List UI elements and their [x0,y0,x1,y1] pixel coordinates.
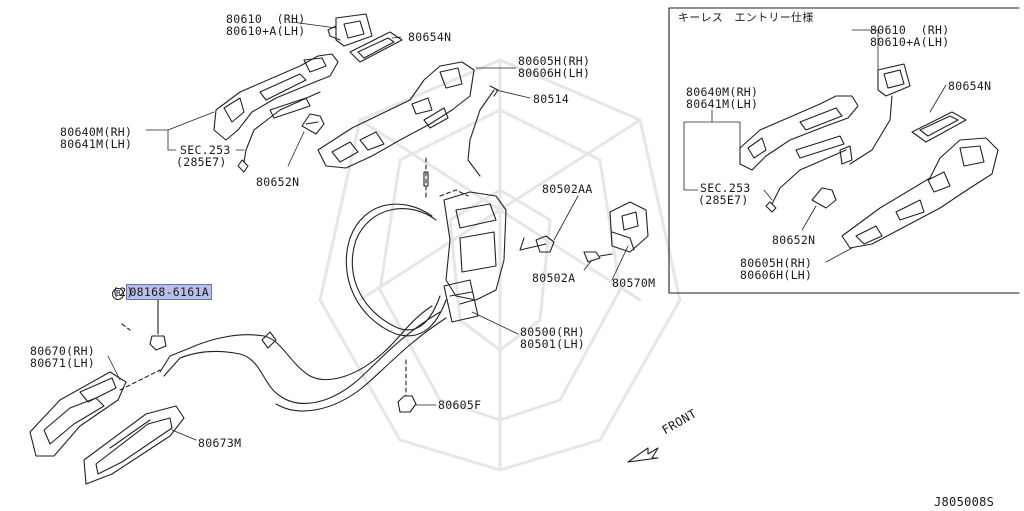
inset-label-80640m-rh[interactable]: 80640M(RH) [686,85,759,99]
bolt-08168-drawing [121,291,167,351]
label-80570m[interactable]: 80570M [612,276,656,290]
outside-handle-80640m-drawing [213,53,339,141]
gasket-80654n-drawing [349,31,403,63]
label-80673m[interactable]: 80673M [198,436,242,450]
label-285e7[interactable]: (285E7) [176,155,227,169]
loop-cable-drawing [351,208,441,331]
label-80605h-rh[interactable]: 80605H(RH) [518,54,591,68]
inset-base-80605h-drawing [841,137,999,249]
inset-label-80654n[interactable]: 80654N [948,79,992,93]
label-80652n[interactable]: 80652N [256,175,300,189]
label-80654n[interactable]: 80654N [408,30,452,44]
inset-label-sec253[interactable]: SEC.253 [700,181,751,195]
inset-label-80610a-lh[interactable]: 80610+A(LH) [870,35,950,49]
inside-handle-80670-drawing [29,371,127,457]
front-arrow-icon [627,447,659,463]
label-sec253[interactable]: SEC.253 [180,143,231,157]
bolt-80502aa-drawing [519,235,555,253]
rod-drawing [243,91,321,163]
inset-clip-80652n-drawing [811,187,837,209]
inset-label-80610-rh[interactable]: 80610 (RH) [870,23,950,37]
bolt-ref-circle: B [112,288,125,300]
door-lock-80500-drawing [443,191,507,323]
inset-handle-80610-drawing [849,63,911,165]
label-80514[interactable]: 80514 [533,92,570,106]
cable-80514-drawing [467,89,495,177]
striker-80570m-drawing [609,201,649,253]
inset-label-285e7[interactable]: (285E7) [698,193,749,207]
watermark-logo [318,58,682,472]
label-80610a-lh[interactable]: 80610+A(LH) [226,24,306,38]
label-80671-lh[interactable]: 80671(LH) [30,356,96,370]
clip-80605f-drawing [397,359,417,413]
label-80501-lh[interactable]: 80501(LH) [520,337,586,351]
handle-80610-drawing [327,13,373,47]
main-leader-lines [107,21,629,441]
label-80605f[interactable]: 80605F [438,398,482,412]
label-80641m-lh[interactable]: 80641M(LH) [60,137,133,151]
inset-outside-handle-drawing [739,95,859,171]
inset-label-80606h-lh[interactable]: 80606H(LH) [740,268,813,282]
inset-label-80652n[interactable]: 80652N [772,233,816,247]
label-80502a[interactable]: 80502A [532,271,576,285]
label-80502aa[interactable]: 80502AA [542,182,593,196]
inset-gasket-80654n-drawing [911,111,967,143]
label-80606h-lh[interactable]: 80606H(LH) [518,66,591,80]
diagram-code: J805008S [934,495,995,509]
lower-cable-drawing [179,311,441,404]
label-80610-rh[interactable]: 80610 (RH) [226,12,306,26]
inset-label-80641m-lh[interactable]: 80641M(LH) [686,97,759,111]
bolt-part-number[interactable]: 08168-6161A [126,284,212,300]
clip-80652n-drawing [301,113,325,135]
label-80640m-rh[interactable]: 80640M(RH) [60,125,133,139]
bolt-quantity: (2) [112,285,134,299]
label-80670-rh[interactable]: 80670(RH) [30,344,96,358]
inset-title: キーレス エントリー仕様 [678,11,814,24]
inset-leader-lines [683,29,947,263]
screw-80502a-drawing [583,251,613,263]
label-80500-rh[interactable]: 80500(RH) [520,325,586,339]
base-80605h-drawing [317,61,475,169]
inset-label-80605h-rh[interactable]: 80605H(RH) [740,256,813,270]
inset-frame [668,7,1020,294]
escutcheon-80673m-drawing [83,405,185,485]
